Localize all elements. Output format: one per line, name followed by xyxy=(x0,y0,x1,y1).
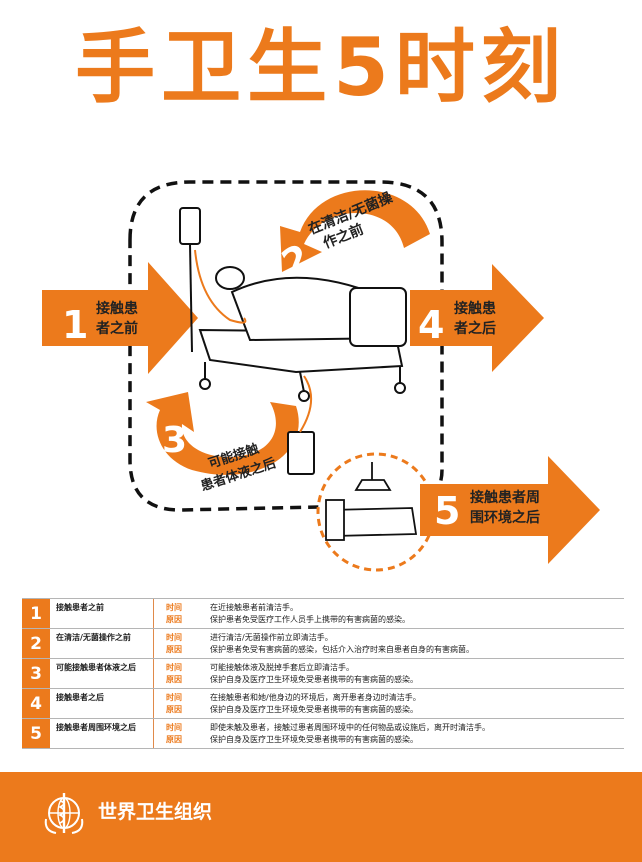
why-key: 原因 xyxy=(166,645,182,654)
environment-bed-illustration xyxy=(325,462,418,541)
row-number: 2 xyxy=(22,629,50,658)
table-row: 4 接触患者之后 时间原因 在接触患者和她/他身边的环境后，离开患者身边时清洁手… xyxy=(22,689,624,719)
table-row: 3 可能接触患者体液之后 时间原因 可能接触体液及脱掉手套后立即清洁手。保护自身… xyxy=(22,659,624,689)
footer-bar: 世界卫生组织 xyxy=(0,772,642,862)
moment-1-number: 1 xyxy=(62,303,88,347)
moment-1-line2: 者之前 xyxy=(96,320,138,337)
row-label: 接触患者之前 xyxy=(50,599,154,628)
row-label: 接触患者周围环境之后 xyxy=(50,719,154,748)
row-number: 5 xyxy=(22,719,50,748)
why-key: 原因 xyxy=(166,615,182,624)
when-key: 时间 xyxy=(166,603,182,612)
row-number: 3 xyxy=(22,659,50,688)
patient-zone-boundary xyxy=(128,180,444,512)
moment-5-line2: 围环境之后 xyxy=(470,509,540,526)
moment-3-arrow xyxy=(146,392,299,475)
row-label: 在清洁/无菌操作之前 xyxy=(50,629,154,658)
moments-table: 1 接触患者之前 时间原因 在近接触患者前清洁手。保护患者免受医疗工作人员手上携… xyxy=(22,598,624,749)
why-text: 保护自身及医疗卫生环境免受患者携带的有害病菌的感染。 xyxy=(210,735,418,744)
why-text: 保护自身及医疗卫生环境免受患者携带的有害病菌的感染。 xyxy=(210,705,418,714)
patient-bed-illustration xyxy=(179,207,407,475)
when-text: 可能接触体液及脱掉手套后立即清洁手。 xyxy=(210,663,354,672)
when-text: 在接触患者和她/他身边的环境后，离开患者身边时清洁手。 xyxy=(210,693,421,702)
why-text: 保护患者免受有害病菌的感染，包括介入治疗时来自患者自身的有害病菌。 xyxy=(210,645,474,654)
moment-5-number: 5 xyxy=(434,489,460,533)
moment-1-arrow xyxy=(42,262,198,374)
table-row: 1 接触患者之前 时间原因 在近接触患者前清洁手。保护患者免受医疗工作人员手上携… xyxy=(22,599,624,629)
when-key: 时间 xyxy=(166,723,182,732)
when-key: 时间 xyxy=(166,663,182,672)
moment-4-arrow xyxy=(410,264,544,372)
why-text: 保护患者免受医疗工作人员手上携带的有害病菌的感染。 xyxy=(210,615,410,624)
table-row: 5 接触患者周围环境之后 时间原因 即使未触及患者，接触过患者周围环境中的任何物… xyxy=(22,719,624,749)
why-key: 原因 xyxy=(166,705,182,714)
row-label: 接触患者之后 xyxy=(50,689,154,718)
moment-5-line1: 接触患者周 xyxy=(470,489,540,506)
moment-1-line1: 接触患 xyxy=(96,300,138,317)
moment-2-arrow xyxy=(280,190,430,272)
row-number: 4 xyxy=(22,689,50,718)
why-key: 原因 xyxy=(166,735,182,744)
table-row: 2 在清洁/无菌操作之前 时间原因 进行清洁/无菌操作前立即清洁手。保护患者免受… xyxy=(22,629,624,659)
five-moments-diagram: 1 接触患 者之前 2 在清洁/无菌操 作之前 3 可能接触 患者体液之后 4 … xyxy=(42,180,600,572)
why-text: 保护自身及医疗卫生环境免受患者携带的有害病菌的感染。 xyxy=(210,675,418,684)
moment-4-line2: 者之后 xyxy=(454,320,496,337)
moment-4-number: 4 xyxy=(418,303,444,347)
row-number: 1 xyxy=(22,599,50,628)
row-label: 可能接触患者体液之后 xyxy=(50,659,154,688)
moment-3-number: 3 xyxy=(162,420,187,461)
moment-4-line1: 接触患 xyxy=(454,300,496,317)
org-name: 世界卫生组织 xyxy=(98,801,213,823)
page-title: 手卫生5时刻 xyxy=(75,21,567,114)
when-text: 进行清洁/无菌操作前立即清洁手。 xyxy=(210,633,333,642)
when-text: 在近接触患者前清洁手。 xyxy=(210,603,298,612)
when-key: 时间 xyxy=(166,633,182,642)
moment-5-arrow xyxy=(420,456,600,564)
when-text: 即使未触及患者，接触过患者周围环境中的任何物品或设施后，离开时清洁手。 xyxy=(210,723,490,732)
who-emblem-icon xyxy=(44,793,84,834)
why-key: 原因 xyxy=(166,675,182,684)
when-key: 时间 xyxy=(166,693,182,702)
